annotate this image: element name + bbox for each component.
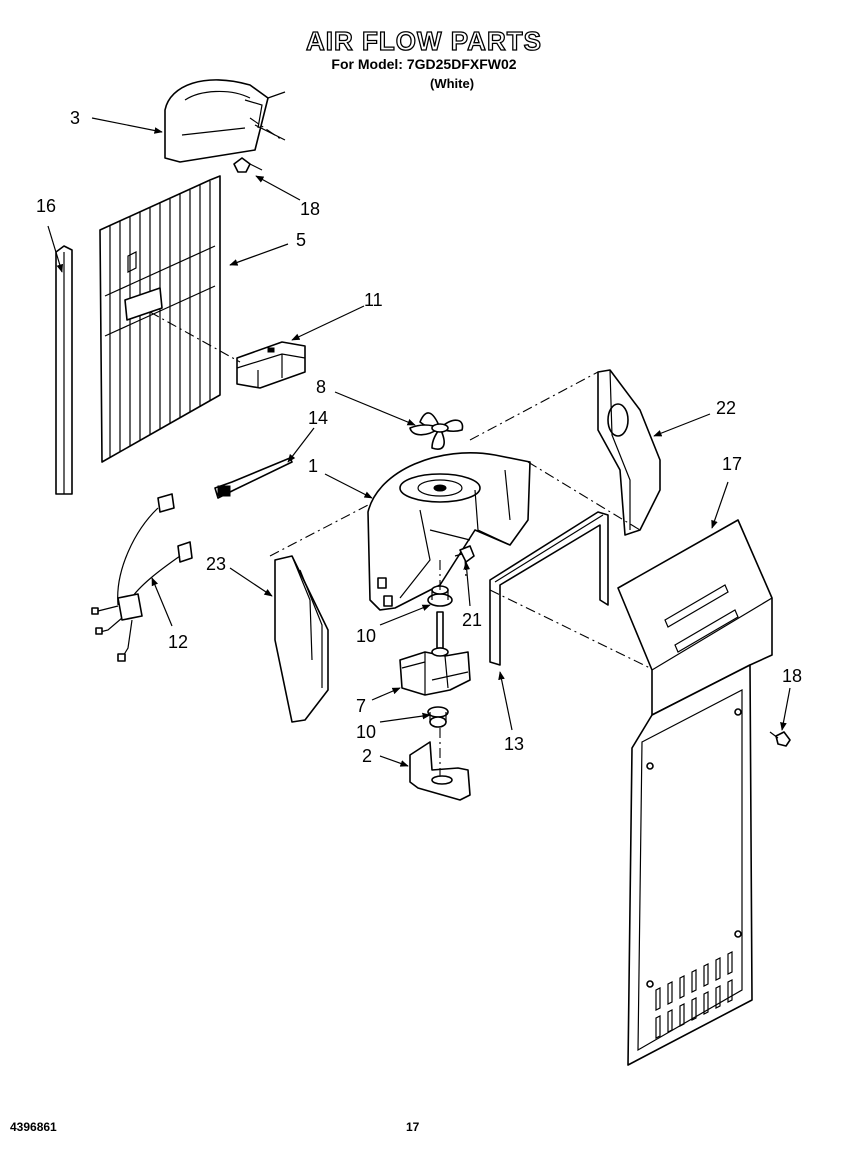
callout-3: 3 (70, 108, 80, 128)
part-7-fan-motor (399, 611, 471, 696)
callout-numbers: 3 18 5 16 11 8 14 1 22 17 23 12 10 21 7 … (36, 108, 802, 766)
color-variant: (White) (430, 76, 475, 91)
callout-23: 23 (206, 554, 226, 574)
part-1-fan-shroud (367, 452, 531, 611)
part-5-grid (99, 175, 221, 463)
part-13-air-channel (489, 511, 609, 666)
callout-22: 22 (716, 398, 736, 418)
part-17-rear-cover (617, 519, 773, 1066)
part-21-screw (454, 545, 475, 563)
part-18-screw-right (769, 731, 791, 747)
callout-12: 12 (168, 632, 188, 652)
callout-1: 1 (308, 456, 318, 476)
callout-2: 2 (362, 746, 372, 766)
callout-8: 8 (316, 377, 326, 397)
callout-10-upper: 10 (356, 626, 376, 646)
part-22-baffle (597, 369, 661, 536)
part-16-strip (55, 245, 73, 495)
leader-lines (47, 117, 791, 767)
callout-7: 7 (356, 696, 366, 716)
callout-18-right: 18 (782, 666, 802, 686)
part-3-cover (164, 79, 286, 163)
callout-10-lower: 10 (356, 722, 376, 742)
assembly-lines (149, 117, 651, 776)
callout-11: 11 (364, 290, 383, 310)
vent-slots (655, 951, 733, 1039)
page-number: 17 (406, 1120, 420, 1134)
part-23-side-duct (274, 555, 329, 723)
callout-16: 16 (36, 196, 56, 216)
model-subtitle: For Model: 7GD25DFXFW02 (331, 56, 517, 72)
part-8-fan-blade (409, 412, 464, 450)
callout-14: 14 (308, 408, 328, 428)
part-18-screw-top (233, 157, 263, 173)
callout-21: 21 (462, 610, 482, 630)
part-14-heater-probe (214, 457, 293, 499)
document-number: 4396861 (10, 1120, 57, 1134)
callout-18-top: 18 (300, 199, 320, 219)
part-10-lower-grommet (427, 706, 449, 728)
callout-5: 5 (296, 230, 306, 250)
diagram-title: AIR FLOW PARTS (305, 25, 542, 56)
part-12-wire-harness (91, 493, 193, 662)
callout-13: 13 (504, 734, 524, 754)
part-10-upper-grommet (427, 585, 453, 607)
part-11-sensor-housing (236, 341, 306, 389)
callout-17: 17 (722, 454, 742, 474)
